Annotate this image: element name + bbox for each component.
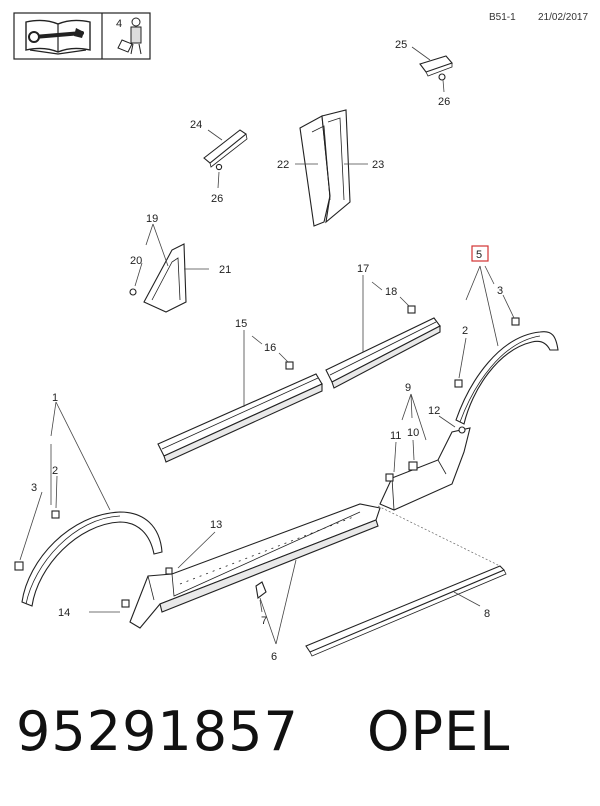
technician-detail-icon (117, 17, 142, 55)
callout-21: 21 (219, 264, 231, 276)
callout-2-rear: 2 (462, 325, 468, 337)
page-date: 21/02/2017 (538, 12, 588, 23)
part-24-strip (203, 129, 248, 171)
part-17-rear-door-molding (325, 317, 441, 389)
callout-3-front: 3 (31, 482, 37, 494)
callout-26-mid: 26 (211, 193, 223, 205)
part-22-23-pillar-trims (299, 109, 351, 227)
callout-24: 24 (190, 119, 202, 131)
callout-18: 18 (385, 286, 397, 298)
callout-14: 14 (58, 607, 70, 619)
part-16-clip (285, 361, 294, 370)
callout-3-rear: 3 (497, 285, 503, 297)
part-5-rear-wheel-arch (454, 317, 559, 425)
part-1-front-wheel-arch (14, 510, 163, 607)
callout-7: 7 (261, 615, 267, 627)
part-15-front-door-molding (157, 373, 323, 463)
detail-index-label: 4 (116, 18, 122, 30)
callout-6: 6 (271, 651, 277, 663)
page-code: B51-1 (489, 12, 516, 23)
callout-23: 23 (372, 159, 384, 171)
callout-11: 11 (390, 430, 401, 442)
callout-13: 13 (210, 519, 222, 531)
tools-icon (28, 28, 84, 43)
callout-5: 5 (476, 249, 482, 261)
part-number: 95291857 (16, 700, 299, 763)
part-8-sill-strip (305, 565, 507, 657)
callout-12: 12 (428, 405, 440, 417)
callout-2-front: 2 (52, 465, 58, 477)
callout-22: 22 (277, 159, 289, 171)
part-21-mirror-trim (129, 243, 187, 313)
part-18-clip (407, 305, 416, 314)
header-icon-box: 4 (13, 12, 151, 60)
callout-17: 17 (357, 263, 369, 275)
footer-part-info: 95291857 OPEL (16, 700, 510, 780)
callout-26-top: 26 (438, 96, 450, 108)
part-9-rear-sill-bracket (379, 426, 471, 511)
part-25-clip (419, 55, 453, 81)
callout-20: 20 (130, 255, 142, 267)
callout-1: 1 (52, 392, 58, 404)
callout-8: 8 (484, 608, 490, 620)
callout-10: 10 (407, 427, 419, 439)
brand-name: OPEL (367, 700, 511, 763)
callout-16: 16 (264, 342, 276, 354)
callout-15: 15 (235, 318, 247, 330)
highlight-box-5: 5 (471, 245, 489, 262)
part-6-side-sill (121, 503, 501, 629)
callout-9: 9 (405, 382, 411, 394)
callout-25: 25 (395, 39, 407, 51)
callout-19: 19 (146, 213, 158, 225)
